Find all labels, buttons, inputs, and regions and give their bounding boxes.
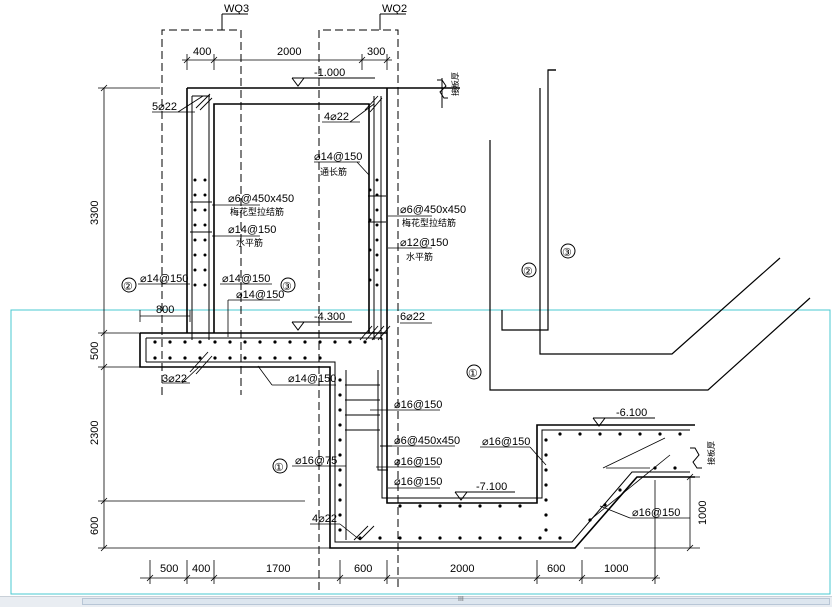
elevation-markers bbox=[291, 77, 655, 501]
marker-2-left-label: ② bbox=[123, 281, 133, 293]
rebar-label-d16-150-c: ⌀16@150 bbox=[394, 456, 442, 468]
elevation-minus-4300: -4.300 bbox=[314, 311, 345, 323]
horizontal-scrollbar-thumb[interactable] bbox=[82, 598, 830, 605]
rebar-label-d16-150-a: ⌀16@150 bbox=[394, 399, 442, 411]
dim-600-left: 600 bbox=[89, 517, 101, 535]
marker-2-right bbox=[521, 262, 537, 278]
rebar-label-d14-150-f: ⌀14@150 bbox=[288, 373, 336, 385]
bar-shape-detail bbox=[489, 69, 811, 391]
rebar-label-d16-150-e: ⌀16@150 bbox=[632, 507, 680, 519]
rebar-label-d6-450-left: ⌀6@450x450 bbox=[228, 193, 294, 205]
wall-outline-wq2 bbox=[318, 29, 399, 590]
rebar-label-d14-150-a: ⌀14@150 bbox=[314, 151, 362, 163]
rebar-label-d14-150-c: ⌀14@150 bbox=[140, 273, 188, 285]
marker-1-left-label: ① bbox=[274, 462, 284, 474]
tie-bars bbox=[190, 195, 392, 447]
dim-bottom-3: 600 bbox=[354, 563, 372, 575]
rebar-label-d6-450-mid: ⌀6@450x450 bbox=[394, 435, 460, 447]
break-label-right: 接板厚 bbox=[706, 441, 716, 465]
dim-bottom-2: 1700 bbox=[266, 563, 290, 575]
rebar-label-through-bar: 通长筋 bbox=[320, 166, 347, 177]
corner-hatch bbox=[189, 93, 391, 541]
selection-frame bbox=[10, 309, 831, 595]
marker-3-left-label: ③ bbox=[282, 281, 292, 293]
top-dimension bbox=[182, 54, 392, 70]
rebar-label-horizontal-left: 水平筋 bbox=[236, 237, 263, 248]
elevation-minus-1000: -1.000 bbox=[314, 67, 345, 79]
break-line-top bbox=[437, 78, 448, 108]
scrollbar-grip-icon: III bbox=[458, 596, 464, 603]
rebar-label-4d22-bottom: 4⌀22 bbox=[312, 513, 337, 525]
marker-2-left bbox=[121, 277, 137, 293]
break-line-right bbox=[690, 447, 702, 469]
dim-300-top: 300 bbox=[367, 46, 385, 58]
dim-bottom-5: 600 bbox=[547, 563, 565, 575]
marker-1-right-label: ① bbox=[468, 368, 478, 380]
dim-bottom-1: 400 bbox=[192, 563, 210, 575]
right-dimension bbox=[584, 473, 700, 552]
rebar-label-d16-150-b: ⌀16@150 bbox=[482, 436, 530, 448]
rebar-label-d16-150-d: ⌀16@150 bbox=[394, 476, 442, 488]
rebar-label-4d22-top: 4⌀22 bbox=[324, 111, 349, 123]
dim-bottom-6: 1000 bbox=[604, 563, 628, 575]
leader-lines bbox=[138, 95, 690, 541]
rebar-label-5d22: 5⌀22 bbox=[152, 101, 177, 113]
dim-500-left: 500 bbox=[89, 342, 101, 360]
rebar-label-tie-left: 梅花型拉结筋 bbox=[230, 206, 284, 217]
rebar-label-d14-150-b: ⌀14@150 bbox=[228, 224, 276, 236]
marker-3-left bbox=[280, 277, 296, 293]
bottom-dimension bbox=[140, 480, 660, 584]
rebar-label-d14-150-d: ⌀14@150 bbox=[222, 273, 270, 285]
marker-1-left bbox=[272, 458, 288, 474]
wall-tag-wq2: WQ2 bbox=[382, 3, 407, 15]
dim-1000-right: 1000 bbox=[697, 501, 709, 525]
wall-tag-wq3: WQ3 bbox=[224, 3, 249, 15]
rebar-label-d6-450-right: ⌀6@450x450 bbox=[400, 204, 466, 216]
rebar-label-tie-right: 梅花型拉结筋 bbox=[402, 217, 456, 228]
dimension-800 bbox=[139, 310, 191, 322]
dim-bottom-0: 500 bbox=[160, 563, 178, 575]
rebar-label-d14-150-e: ⌀14@150 bbox=[236, 289, 284, 301]
rebar-label-6d22: 6⌀22 bbox=[400, 311, 425, 323]
rebar-label-d12-150: ⌀12@150 bbox=[400, 237, 448, 249]
elevation-minus-6100: -6.100 bbox=[616, 407, 647, 419]
marker-3-right bbox=[560, 243, 576, 259]
rebar-dots bbox=[153, 178, 682, 540]
rebar-label-horizontal-right: 水平筋 bbox=[406, 251, 433, 262]
elevation-minus-7100: -7.100 bbox=[476, 481, 507, 493]
dim-400-top: 400 bbox=[193, 46, 211, 58]
marker-2-right-label: ② bbox=[523, 266, 533, 278]
dim-bottom-4: 2000 bbox=[450, 563, 474, 575]
left-dimension bbox=[98, 84, 330, 552]
wall-outline-wq3 bbox=[161, 29, 242, 395]
dim-2000-top: 2000 bbox=[277, 46, 301, 58]
rebar-label-3d22: 3⌀22 bbox=[162, 373, 187, 385]
rebar-label-d16-75: ⌀16@75 bbox=[295, 455, 337, 467]
break-label-top: 接板厚 bbox=[450, 72, 460, 96]
marker-3-right-label: ③ bbox=[562, 247, 572, 259]
dim-2300: 2300 bbox=[89, 421, 101, 445]
rebar-lines bbox=[145, 95, 690, 543]
marker-1-right bbox=[466, 364, 482, 380]
dim-800: 800 bbox=[156, 304, 174, 316]
dim-3300: 3300 bbox=[89, 201, 101, 225]
